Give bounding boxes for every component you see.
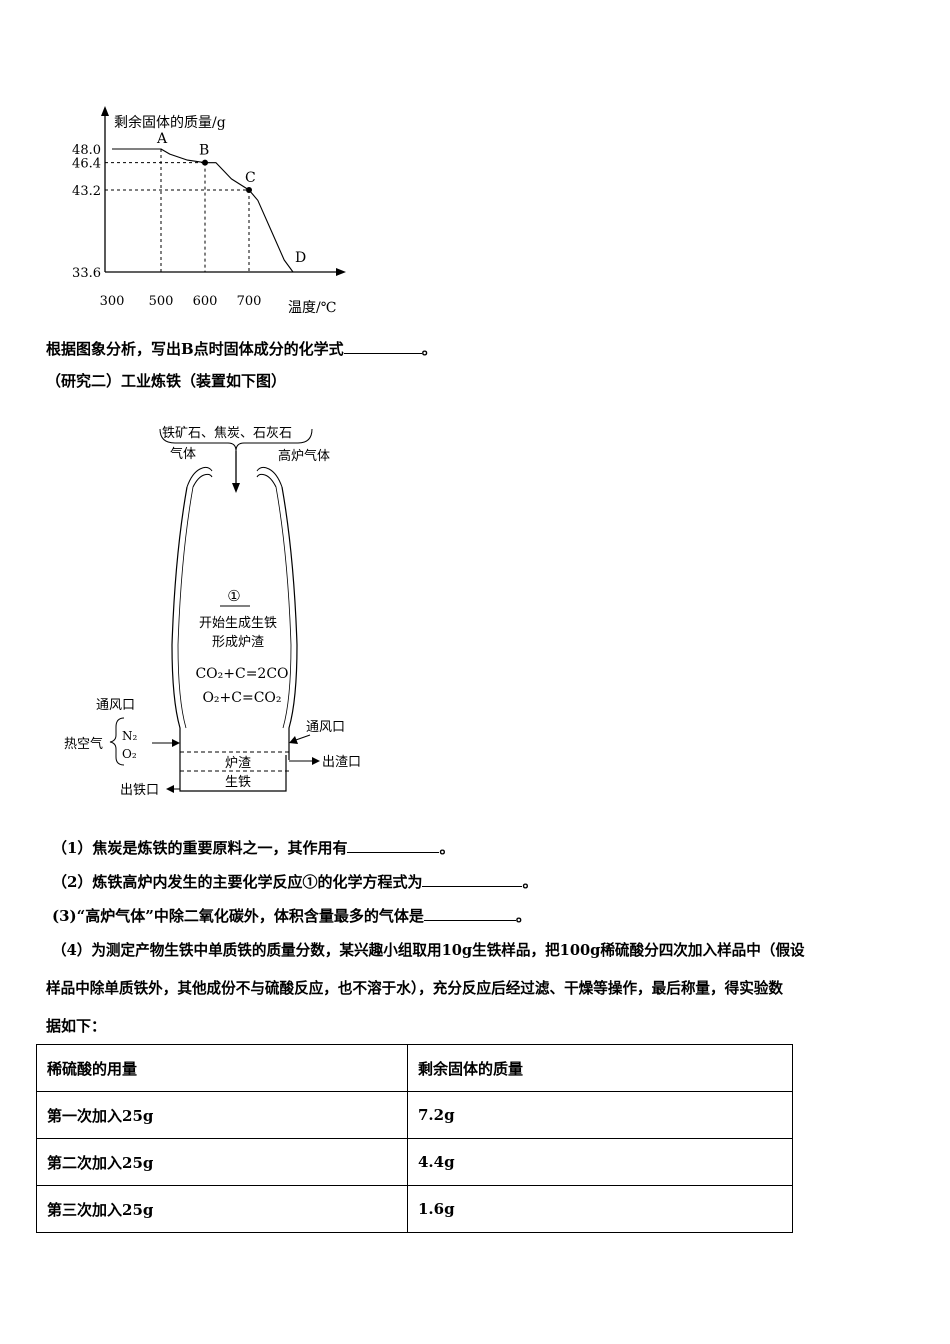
air-brace [109,717,125,766]
x-tick-label: 600 [193,294,218,309]
furnace-wall-right-inner [275,486,292,729]
x-axis-label: 温度/℃ [288,300,336,316]
data-point [246,187,252,193]
question-b-point-text: 根据图象分析，写出B点时固体成分的化学式 [46,340,344,358]
question-1-end: 。 [439,839,455,857]
question-1: （1）焦炭是炼铁的重要原料之一，其作用有 。 [52,837,454,858]
question-4-line1: （4）为测定产物生铁中单质铁的质量分数，某兴趣小组取用10g生铁样品，把100g… [52,942,805,959]
left-gas-outlet [186,466,213,488]
x-tick-label: 500 [149,294,174,309]
question-b-point: 根据图象分析，写出B点时固体成分的化学式 。 [46,338,437,359]
question-2-end: 。 [522,873,538,891]
y-tick-label: 33.6 [72,266,101,281]
right-air-arrow-head [289,736,298,744]
zone-line2: 形成炉渣 [212,635,264,650]
furnace-wall-right [281,486,298,737]
y-tick-label: 43.2 [72,184,101,199]
question-b-point-end: 。 [421,340,437,358]
slag-outlet-label: 出渣口 [322,755,361,770]
furnace-left-gas: 气体 [170,446,196,462]
answer-blank[interactable] [423,906,516,921]
question-4-line2: 样品中除单质铁外，其他成份不与硫酸反应，也不溶于水），充分反应后经过滤、干燥等操… [46,980,783,997]
hot-air-label: 热空气 [64,736,103,752]
equation-1: CO₂+C=2CO [195,666,288,682]
y-axis-label: 剩余固体的质量/g [114,114,226,131]
data-point [202,159,208,166]
table-header-cell: 稀硫酸的用量 [36,1044,408,1092]
equation-2: O₂+C=CO₂ [202,690,281,706]
table-cell: 第二次加入25g [36,1138,408,1186]
left-air-arrow-head [172,739,180,747]
question-4-line3: 据如下： [46,1017,107,1035]
y-tick-label: 48.0 [72,143,101,158]
table-row: 第二次加入25g 4.4g [36,1138,793,1186]
table-header-cell: 剩余固体的质量 [407,1044,793,1092]
furnace-right-gas: 高炉气体 [278,448,330,464]
table-cell: 1.6g [407,1185,793,1233]
table-header-row: 稀硫酸的用量 剩余固体的质量 [36,1044,793,1092]
x-tick-label: 300 [100,294,125,309]
y-axis-arrow [101,106,109,116]
point-label: B [199,143,209,159]
table-cell: 第三次加入25g [36,1185,408,1233]
furnace-wall-left-inner [177,486,194,729]
pig-iron-label: 生铁 [225,775,251,790]
feed-arrow-head [232,483,240,493]
question-2: （2）炼铁高炉内发生的主要化学反应①的化学方程式为 。 [52,871,537,892]
table-row: 第一次加入25g 7.2g [36,1091,793,1139]
point-label: C [245,170,256,186]
question-3-end: 。 [515,907,531,925]
furnace-wall-left [171,486,188,737]
mass-temperature-chart: 剩余固体的质量/g 温度/℃ 48.046.4 43.2 33.6 300 500 600 70… [72,106,346,316]
point-label: D [295,250,306,266]
answer-blank[interactable] [343,339,422,354]
right-gas-outlet [256,466,283,488]
question-3-text: (3)“高炉气体”中除二氧化碳外，体积含量最多的气体是 [52,907,424,925]
iron-outlet-arrow-head [166,785,174,793]
vent-left-label: 通风口 [96,698,135,713]
zone-number: ① [227,587,240,605]
table-row: 第三次加入25g 1.6g [36,1185,793,1233]
answer-blank[interactable] [347,838,440,853]
iron-outlet-label: 出铁口 [120,783,159,798]
section2-title: （研究二）工业炼铁（装置如下图） [46,372,287,390]
zone-line1: 开始生成生铁 [199,616,277,631]
answer-blank[interactable] [422,872,523,887]
table-cell: 第一次加入25g [36,1091,408,1139]
point-label: A [156,131,168,147]
furnace-top-input: 铁矿石、焦炭、石灰石 [162,426,292,441]
table-cell: 7.2g [407,1091,793,1139]
question-2-text: （2）炼铁高炉内发生的主要化学反应①的化学方程式为 [52,873,423,891]
vent-right-label: 通风口 [306,720,345,735]
hearth-box [179,737,287,792]
x-tick-label: 700 [237,294,262,309]
question-1-text: （1）焦炭是炼铁的重要原料之一，其作用有 [52,839,348,857]
experiment-data-table: 稀硫酸的用量 剩余固体的质量 第一次加入25g 7.2g 第二次加入25g 4.… [36,1044,793,1233]
slag-label: 炉渣 [225,756,251,771]
mass-curve [112,148,294,273]
table-cell: 4.4g [407,1138,793,1186]
blast-furnace-diagram: 铁矿石、焦炭、石灰石 气体 高炉气体 ① 开始生成生铁 形成炉渣 CO₂+C=2… [64,426,361,798]
slag-outlet-arrow-head [312,757,320,765]
n2-label: N₂ [122,729,138,743]
o2-label: O₂ [122,747,137,761]
x-axis-arrow [336,268,346,276]
question-3: (3)“高炉气体”中除二氧化碳外，体积含量最多的气体是 。 [52,905,531,926]
y-tick-label: 46.4 [72,157,101,172]
